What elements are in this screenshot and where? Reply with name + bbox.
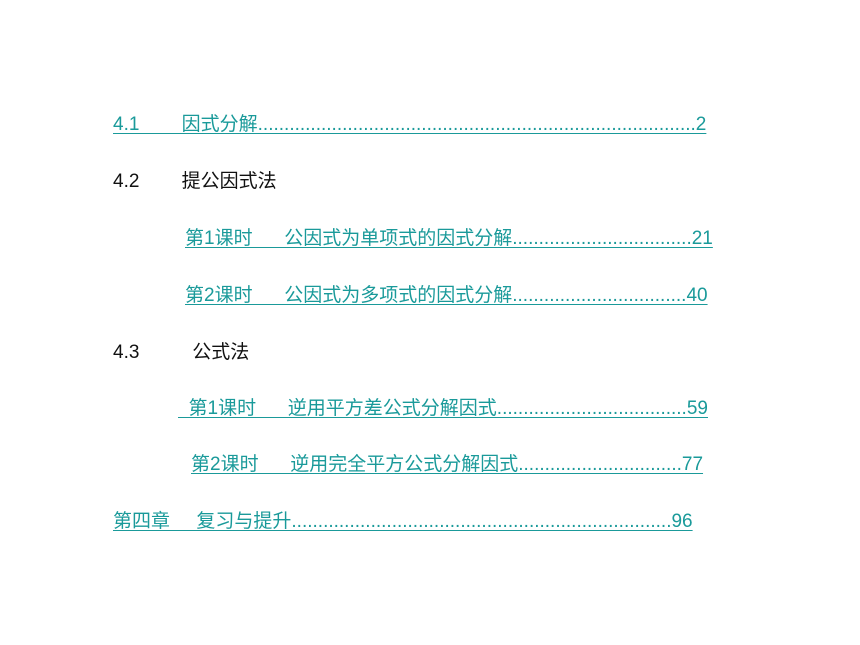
toc-heading-4-3: 4.3 公式法 — [113, 342, 250, 363]
toc-link-4-2-lesson-1[interactable]: 第1课时 公因式为单项式的因式分解.......................… — [185, 228, 713, 249]
toc-link-chapter-4-review[interactable]: 第四章 复习与提升...............................… — [113, 511, 693, 532]
toc-link-4-3-lesson-1[interactable]: 第1课时 逆用平方差公式分解因式........................… — [178, 398, 708, 419]
toc-heading-4-2: 4.2 提公因式法 — [113, 171, 277, 192]
toc-link-4-2-lesson-2[interactable]: 第2课时 公因式为多项式的因式分解.......................… — [185, 285, 708, 306]
toc-link-4-3-lesson-2[interactable]: 第2课时 逆用完全平方公式分解因式.......................… — [191, 454, 704, 475]
toc-link-4-1[interactable]: 4.1 因式分解................................… — [113, 114, 707, 135]
